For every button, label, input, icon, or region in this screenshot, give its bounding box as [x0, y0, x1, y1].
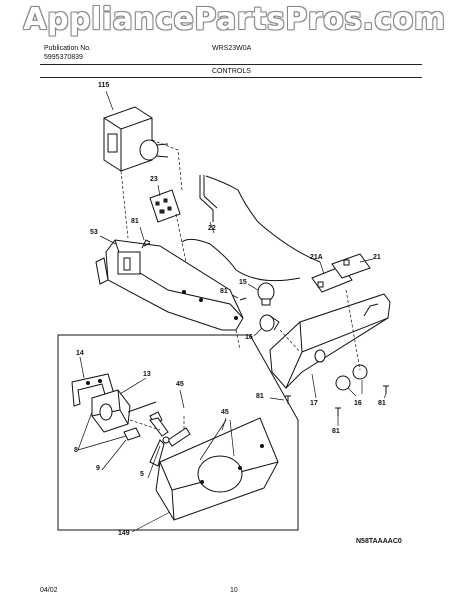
inset-dashed-lines — [129, 416, 185, 431]
part-label: 14 — [76, 350, 84, 357]
part-label: 53 — [90, 229, 98, 236]
lamp-socket-part — [259, 314, 280, 332]
wire-harness-part — [181, 175, 321, 282]
mounting-bracket-part — [95, 239, 244, 331]
control-knob-part — [335, 364, 368, 391]
part-label: 15 — [239, 279, 247, 286]
part-label: 23 — [150, 176, 158, 183]
fan-bracket-part — [71, 373, 115, 407]
part-label: 22 — [208, 225, 216, 232]
part-label: 5 — [140, 471, 144, 478]
model-number: WRS23W0A — [212, 45, 252, 52]
part-label: 81 — [220, 288, 228, 295]
control-housing-part — [103, 106, 169, 172]
control-switch-part — [311, 253, 371, 293]
header-rule-bottom — [40, 77, 422, 78]
watermark: AppliancePartsPros.com — [23, 2, 446, 37]
circuit-board-part — [149, 189, 181, 223]
control-panel-part — [269, 293, 391, 389]
part-label: 81 — [378, 400, 386, 407]
footer-date: 04/02 — [40, 587, 58, 594]
header-rule-top — [40, 64, 422, 65]
part-label: 13 — [143, 371, 151, 378]
part-label: 21 — [373, 254, 381, 261]
diagram-code: N58TAAAAC0 — [356, 538, 402, 545]
part-label: 81 — [332, 428, 340, 435]
fan-assembly-inset — [57, 334, 299, 531]
fan-blade-part — [149, 417, 191, 467]
leader-lines — [99, 90, 387, 426]
part-label: 17 — [310, 400, 318, 407]
part-label: 45 — [176, 381, 184, 388]
part-label: 149 — [118, 530, 130, 537]
part-label: 45 — [221, 409, 229, 416]
assembly-guide-lines — [120, 139, 361, 371]
part-label: 8 — [74, 447, 78, 454]
part-label: 81 — [131, 218, 139, 225]
light-bulb-part — [257, 282, 275, 306]
part-label: 16 — [354, 400, 362, 407]
fan-shroud-part — [155, 417, 279, 521]
inset-leader-lines — [77, 356, 235, 533]
part-label: 9 — [96, 465, 100, 472]
page-number: 10 — [230, 587, 238, 594]
part-label: 16 — [245, 334, 253, 341]
part-label: 115 — [98, 82, 110, 89]
publication-label: Publication No. — [44, 45, 92, 52]
section-title: CONTROLS — [212, 68, 251, 75]
publication-number: 5995370839 — [44, 54, 83, 61]
part-label: 81 — [256, 393, 264, 400]
part-label: 21A — [310, 254, 323, 261]
fan-motor-part — [91, 389, 157, 433]
